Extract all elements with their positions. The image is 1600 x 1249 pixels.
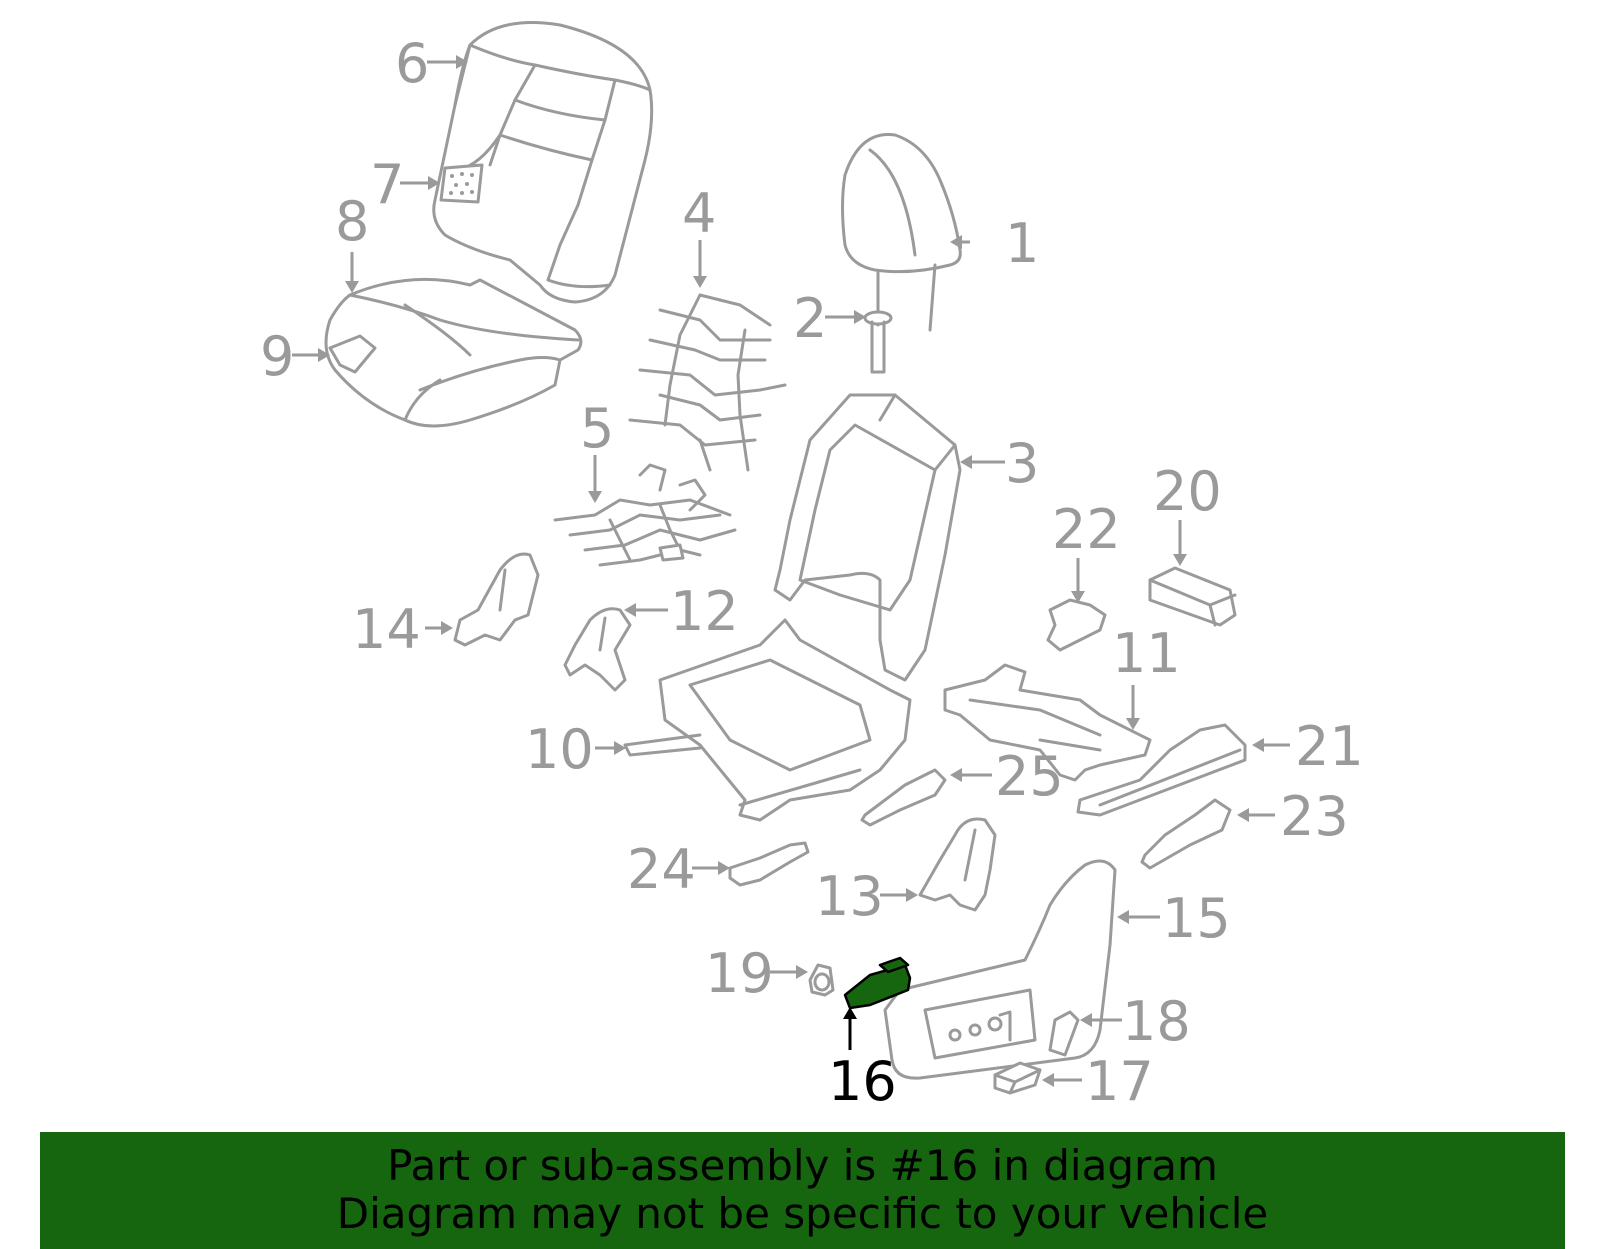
callout-21: 21 <box>1252 715 1364 778</box>
callout-18: 18 <box>1080 990 1191 1053</box>
part-16-highlighted <box>843 956 912 1010</box>
callout-10: 10 <box>525 718 626 781</box>
callout-12: 12 <box>624 580 739 643</box>
callout-15: 15 <box>1117 887 1231 950</box>
part-10-cushion-frame <box>623 618 912 822</box>
part-9-patch <box>328 334 377 374</box>
svg-text:12: 12 <box>670 580 739 643</box>
svg-text:25: 25 <box>995 745 1064 808</box>
part-5-spring-assembly <box>553 463 737 567</box>
callout-4: 4 <box>682 182 716 288</box>
svg-text:9: 9 <box>260 325 294 388</box>
callout-16-highlighted: 16 <box>828 1007 897 1113</box>
callout-14: 14 <box>352 598 453 661</box>
svg-text:8: 8 <box>335 190 369 253</box>
part-23-rail-cover <box>1140 798 1232 870</box>
part-7-patch <box>439 163 484 204</box>
callout-24: 24 <box>627 838 730 901</box>
callout-9: 9 <box>260 325 330 388</box>
part-12-bracket <box>563 607 632 692</box>
part-22-latch <box>1046 598 1107 652</box>
svg-text:18: 18 <box>1122 990 1191 1053</box>
part-19-knob <box>808 963 835 997</box>
svg-text:22: 22 <box>1052 498 1121 561</box>
callout-17: 17 <box>1042 1050 1154 1113</box>
part-18-clip <box>1048 1010 1080 1057</box>
svg-text:6: 6 <box>395 32 429 95</box>
svg-text:1: 1 <box>1005 212 1039 275</box>
part-17-block <box>993 1061 1042 1095</box>
svg-text:4: 4 <box>682 182 716 245</box>
part-14-side-bracket <box>453 552 540 647</box>
callout-11: 11 <box>1112 622 1181 730</box>
callout-7: 7 <box>370 153 440 216</box>
callout-5: 5 <box>580 397 614 503</box>
svg-text:24: 24 <box>627 838 696 901</box>
part-11-track <box>943 663 1152 782</box>
part-25-trim <box>860 768 947 827</box>
callout-3: 3 <box>960 432 1039 495</box>
part-8-cushion-cover <box>324 277 583 428</box>
callout-8: 8 <box>335 190 369 293</box>
svg-text:20: 20 <box>1153 460 1222 523</box>
info-banner: Part or sub-assembly is #16 in diagram D… <box>40 1132 1565 1249</box>
svg-text:2: 2 <box>793 287 827 350</box>
svg-text:21: 21 <box>1295 715 1364 778</box>
svg-text:16: 16 <box>828 1050 897 1113</box>
part-21-rail-cover <box>1076 723 1247 817</box>
svg-text:15: 15 <box>1162 887 1231 950</box>
callout-22: 22 <box>1052 498 1121 603</box>
part-20-module <box>1148 566 1237 627</box>
part-2-guide <box>863 310 893 374</box>
part-13-side-bracket <box>918 817 997 912</box>
callout-19: 19 <box>705 942 808 1005</box>
svg-text:3: 3 <box>1005 432 1039 495</box>
part-1-headrest <box>841 133 962 332</box>
callout-2: 2 <box>793 287 866 350</box>
svg-text:7: 7 <box>370 153 404 216</box>
callout-25: 25 <box>950 745 1064 808</box>
part-3-seatback-frame <box>773 393 962 682</box>
svg-text:10: 10 <box>525 718 594 781</box>
svg-text:17: 17 <box>1085 1050 1154 1113</box>
banner-line-2: Diagram may not be specific to your vehi… <box>336 1189 1269 1238</box>
svg-text:11: 11 <box>1112 622 1181 685</box>
banner-line-1: Part or sub-assembly is #16 in diagram <box>387 1141 1218 1190</box>
svg-text:23: 23 <box>1280 785 1349 848</box>
svg-text:13: 13 <box>815 865 884 928</box>
callout-1: 1 <box>950 212 1039 275</box>
part-6-seatback-cover <box>432 21 654 304</box>
svg-text:14: 14 <box>352 598 421 661</box>
svg-text:5: 5 <box>580 397 614 460</box>
part-24-trim <box>728 841 810 887</box>
callout-23: 23 <box>1237 785 1349 848</box>
part-4-spring-mat <box>628 293 787 472</box>
svg-text:19: 19 <box>705 942 774 1005</box>
callout-13: 13 <box>815 865 918 928</box>
callout-20: 20 <box>1153 460 1222 566</box>
callout-6: 6 <box>395 32 468 95</box>
